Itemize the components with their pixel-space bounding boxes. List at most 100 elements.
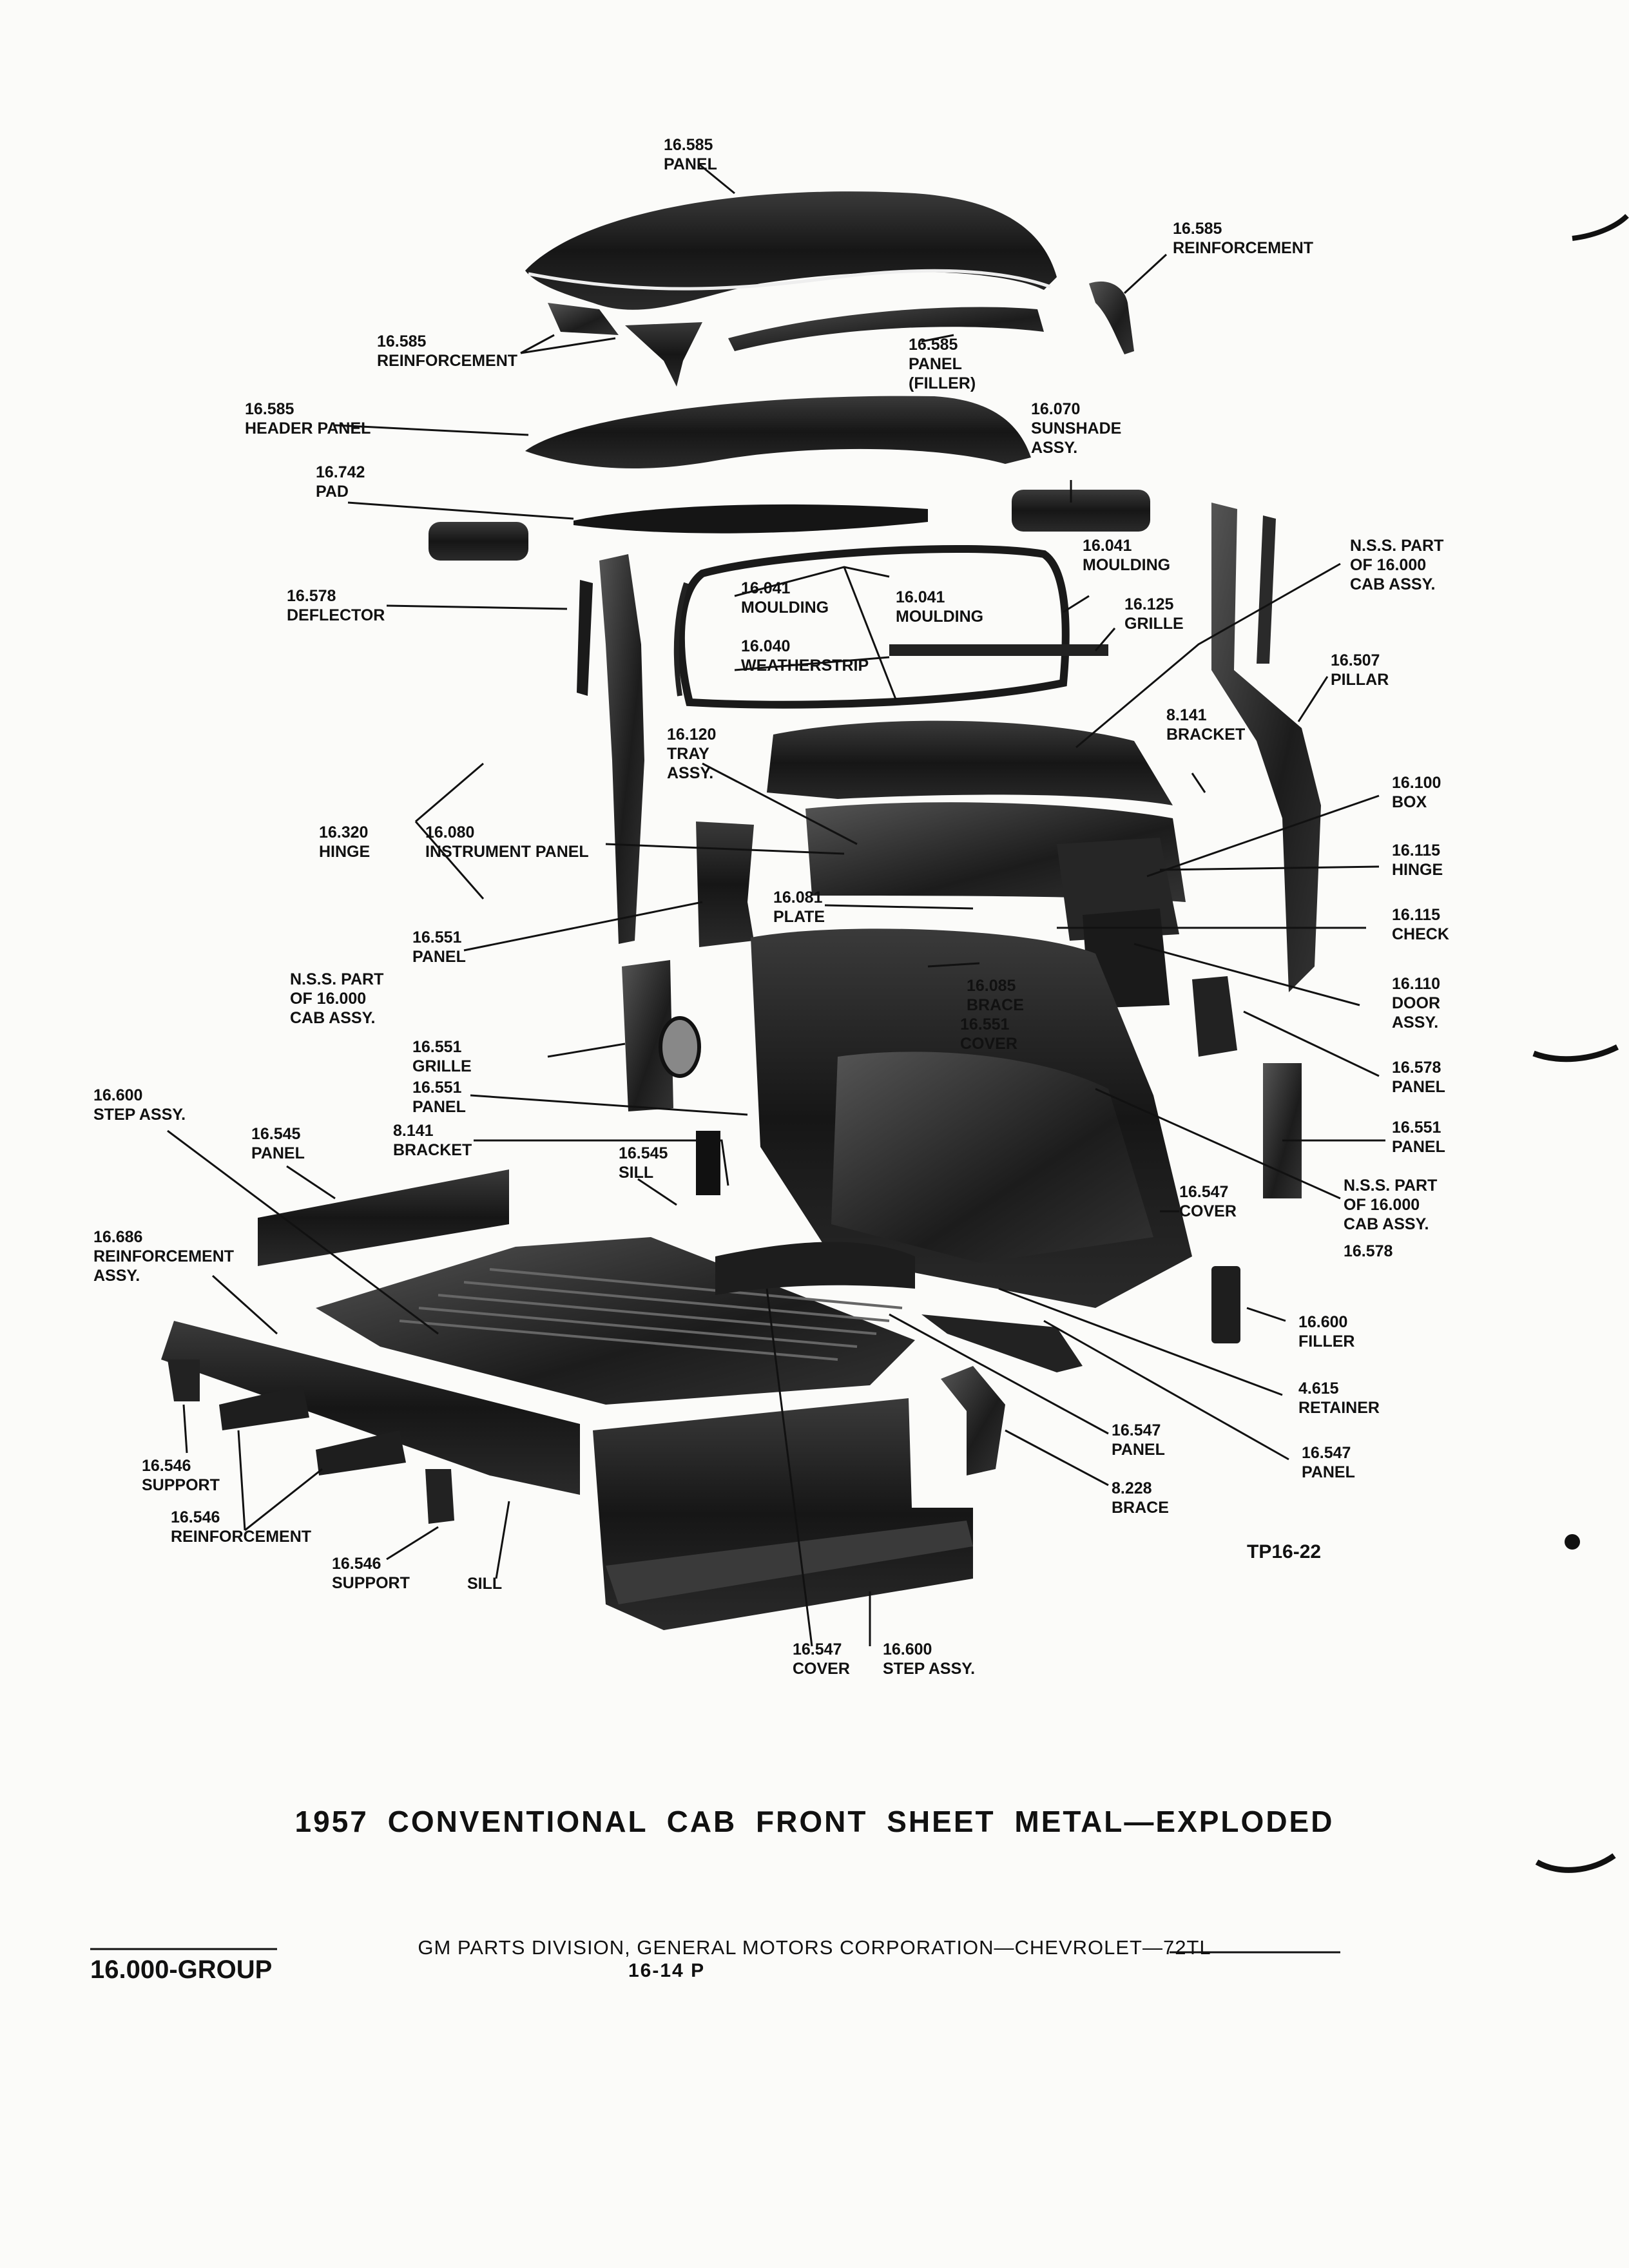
pad-part	[574, 504, 928, 533]
callout-line: 16.115	[1392, 906, 1441, 924]
callout-line: PANEL	[1112, 1441, 1165, 1459]
callout-line: 16.600	[93, 1086, 143, 1104]
cab-grille-vent-part	[659, 1016, 701, 1078]
margin-mark	[1532, 1044, 1619, 1062]
callout-line: 16.547	[1112, 1421, 1161, 1439]
callout-line: ASSY.	[1392, 1014, 1439, 1032]
callout-line: SUPPORT	[142, 1476, 220, 1494]
callout-line: 16.320	[319, 823, 369, 841]
callout-line: 8.141	[1166, 706, 1207, 724]
callout-line: CHECK	[1392, 925, 1449, 943]
callout-line: COVER	[960, 1035, 1017, 1053]
callout-sill-bottom: SILL	[467, 1574, 502, 1593]
callout-line: GRILLE	[1124, 615, 1184, 633]
callout-line: HINGE	[319, 843, 371, 861]
roof-panel-filler-part	[728, 307, 1044, 351]
support-left-part	[168, 1360, 200, 1401]
callout-line: BRACE	[1112, 1499, 1169, 1517]
callout-line: TRAY	[667, 745, 709, 763]
callout-line: 16.110	[1392, 975, 1441, 993]
callout-line: 16.070	[1031, 400, 1081, 418]
callout-line: STEP ASSY.	[93, 1106, 186, 1124]
figure-id: TP16-22	[1247, 1541, 1322, 1562]
callout-line: 4.615	[1298, 1379, 1339, 1398]
group-label: 16.000-GROUP	[90, 1956, 273, 1984]
leader-lines	[167, 163, 1385, 1647]
callout-line: COVER	[1179, 1202, 1237, 1220]
callout-line: STEP ASSY.	[883, 1660, 976, 1678]
callout-line: REINFORCEMENT	[1173, 239, 1314, 257]
callout-line: 16.551	[412, 1079, 462, 1097]
floor-front-part	[831, 1052, 1153, 1263]
callout-line: BRACE	[967, 996, 1024, 1014]
callout-line: SILL	[619, 1164, 654, 1182]
step-tread-part	[606, 1521, 973, 1604]
callout-line: CAB ASSY.	[290, 1009, 376, 1027]
callout-line: 16.081	[773, 889, 823, 907]
callout-line: CAB ASSY.	[1350, 575, 1436, 593]
cab-side-left-part	[696, 822, 754, 947]
support-mid-part	[425, 1469, 454, 1524]
callout-line: 16.085	[967, 977, 1016, 995]
callout-line: PANEL	[664, 155, 717, 173]
callout-line: 16.585	[909, 336, 958, 354]
callout-line: WEATHERSTRIP	[741, 657, 869, 675]
callout-line: ASSY.	[93, 1267, 140, 1285]
pillar-strip-part	[1257, 515, 1276, 664]
callout-line: SUPPORT	[332, 1574, 410, 1592]
cab-grille-left-part	[622, 960, 673, 1111]
reinforcement-546-part	[219, 1385, 309, 1430]
roof-panel-part	[525, 191, 1057, 310]
reinforcement-546b-part	[316, 1430, 406, 1475]
upper-dash-part	[767, 720, 1173, 805]
callout-line: 16.545	[251, 1125, 301, 1143]
callout-line: GRILLE	[412, 1057, 472, 1075]
callout-line: 16.600	[1298, 1313, 1348, 1331]
callout-line: 16.551	[412, 1038, 462, 1056]
callout-line: REINFORCEMENT	[93, 1247, 235, 1265]
callout-line: BRACKET	[393, 1141, 472, 1159]
roof-reinforcement-center-part	[625, 322, 702, 387]
callout-line: FILLER	[1298, 1332, 1355, 1350]
callout-line: N.S.S. PART	[290, 970, 384, 988]
callout-line: HEADER PANEL	[245, 419, 371, 437]
callout-line: 16.507	[1331, 651, 1380, 669]
roof-reinforcement-left-part	[548, 303, 619, 335]
callout-line: 16.551	[1392, 1119, 1441, 1137]
callout-578: 16.578	[1344, 1242, 1393, 1261]
callout-line: 8.141	[393, 1122, 434, 1140]
callout-line: DEFLECTOR	[287, 606, 385, 624]
callout-line: BOX	[1392, 793, 1427, 811]
callout-line: N.S.S. PART	[1350, 537, 1444, 555]
header-panel-part	[525, 396, 1031, 468]
step-left-filler-part	[696, 1131, 720, 1195]
callout-line: PAD	[316, 483, 349, 501]
callout-line: 16.578	[1392, 1059, 1441, 1077]
callout-line: REINFORCEMENT	[171, 1528, 312, 1546]
callout-line: OF 16.000	[1350, 556, 1427, 574]
callout-line: SUNSHADE	[1031, 419, 1122, 437]
left-pillar-part	[599, 554, 644, 944]
callout-line: RETAINER	[1298, 1399, 1380, 1417]
roof-panel-rim	[528, 269, 1051, 291]
callout-line: 16.585	[664, 136, 713, 154]
